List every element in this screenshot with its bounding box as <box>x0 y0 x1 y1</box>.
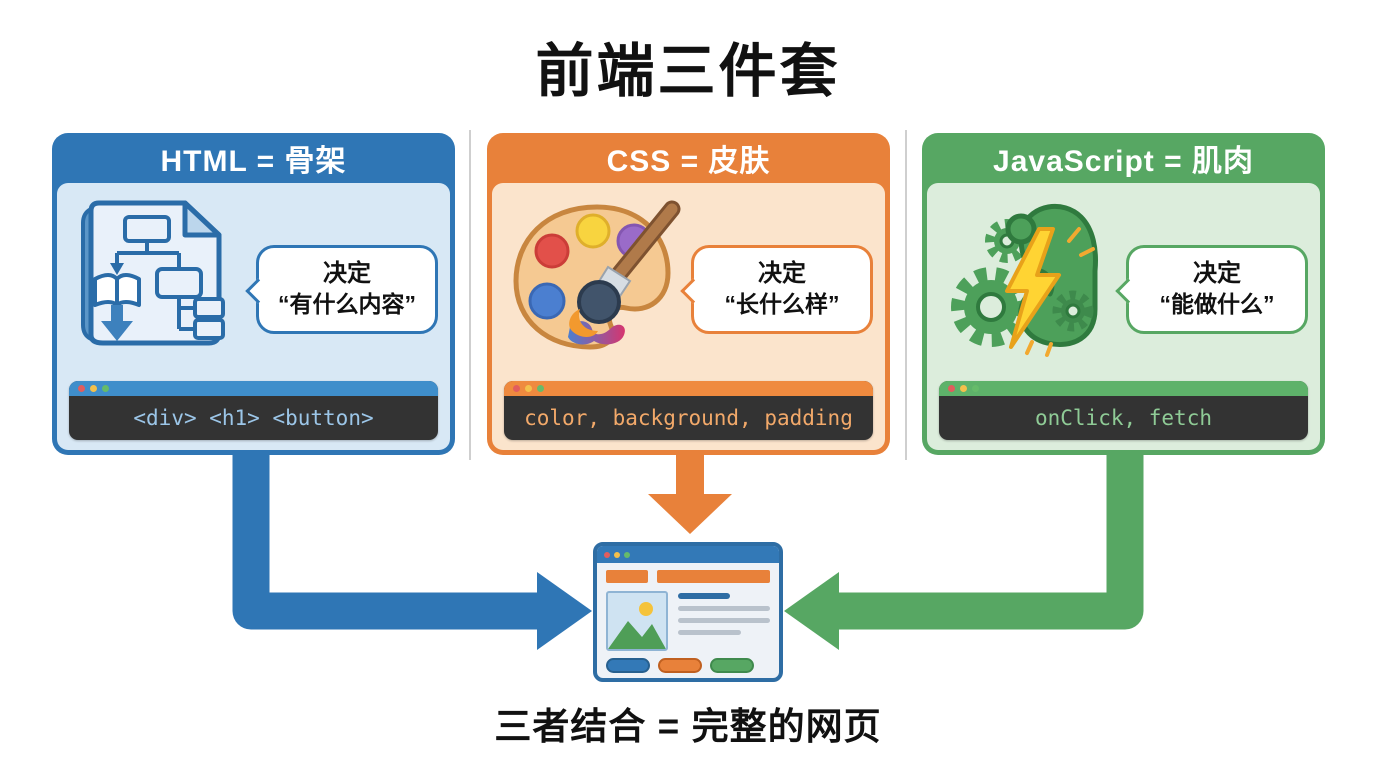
browser-nav-blocks <box>606 570 770 583</box>
browser-buttons <box>606 658 770 673</box>
card-divider <box>469 130 471 460</box>
minimize-dot-icon <box>614 551 620 558</box>
close-dot-icon <box>604 551 610 558</box>
html-code-window: <div> <h1> <button> <box>69 381 438 440</box>
css-code-snippet: color, background, padding <box>524 406 853 430</box>
image-placeholder-icon <box>606 591 668 651</box>
text-line <box>678 618 770 623</box>
text-line <box>678 630 741 635</box>
browser-window-icon <box>593 542 783 682</box>
bubble-text: 决定 <box>758 260 806 287</box>
maximize-dot-icon <box>624 551 630 558</box>
nav-block <box>606 570 648 583</box>
js-arrow <box>784 450 1144 650</box>
js-bubble: 决定 “能做什么” <box>1126 245 1308 334</box>
html-card: HTML = 骨架 <box>52 133 455 455</box>
minimize-dot-icon <box>960 385 967 392</box>
code-window-titlebar <box>69 381 438 396</box>
nav-block <box>657 570 770 583</box>
document-flowchart-icon <box>81 200 225 346</box>
bubble-text: “有什么内容” <box>278 291 416 317</box>
browser-content <box>597 563 779 673</box>
css-card-heading: CSS = 皮肤 <box>606 145 771 178</box>
css-bubble: 决定 “长什么样” <box>691 245 873 334</box>
html-code-snippet: <div> <h1> <button> <box>133 406 374 430</box>
css-card-panel: 决定 “长什么样” color, background, padding <box>492 183 885 450</box>
minimize-dot-icon <box>525 385 532 392</box>
bubble-text: “长什么样” <box>724 291 840 317</box>
paint-palette-brush-icon <box>513 200 681 350</box>
text-lines <box>678 591 770 651</box>
close-dot-icon <box>513 385 520 392</box>
minimize-dot-icon <box>90 385 97 392</box>
js-card-heading: JavaScript = 肌肉 <box>993 145 1254 178</box>
code-window-titlebar <box>939 381 1308 396</box>
code-window-titlebar <box>504 381 873 396</box>
html-bubble: 决定 “有什么内容” <box>256 245 438 334</box>
close-dot-icon <box>948 385 955 392</box>
close-dot-icon <box>78 385 85 392</box>
maximize-dot-icon <box>537 385 544 392</box>
html-arrow <box>232 450 592 650</box>
browser-titlebar <box>597 546 779 563</box>
page-title: 前端三件套 <box>535 39 841 104</box>
js-card: JavaScript = 肌肉 决定 <box>922 133 1325 455</box>
bubble-text: “能做什么” <box>1159 291 1275 317</box>
maximize-dot-icon <box>972 385 979 392</box>
js-code-window: onClick, fetch <box>939 381 1308 440</box>
css-code-window: color, background, padding <box>504 381 873 440</box>
css-arrow <box>648 452 732 534</box>
html-card-heading: HTML = 骨架 <box>160 145 347 178</box>
text-line <box>678 606 770 611</box>
css-card: CSS = 皮肤 决定 <box>487 133 890 455</box>
conclusion-text: 三者结合 = 完整的网页 <box>494 706 882 747</box>
js-card-panel: 决定 “能做什么” onClick, fetch <box>927 183 1320 450</box>
js-code-snippet: onClick, fetch <box>1034 406 1212 430</box>
blue-button-icon <box>606 658 650 673</box>
orange-button-icon <box>658 658 702 673</box>
muscle-gears-lightning-icon <box>951 203 1098 357</box>
card-divider <box>905 130 907 460</box>
bubble-text: 决定 <box>1193 260 1241 287</box>
html-card-panel: 决定 “有什么内容” <div> <h1> <button> <box>57 183 450 450</box>
text-line <box>678 593 730 599</box>
bubble-text: 决定 <box>323 260 371 287</box>
maximize-dot-icon <box>102 385 109 392</box>
green-button-icon <box>710 658 754 673</box>
